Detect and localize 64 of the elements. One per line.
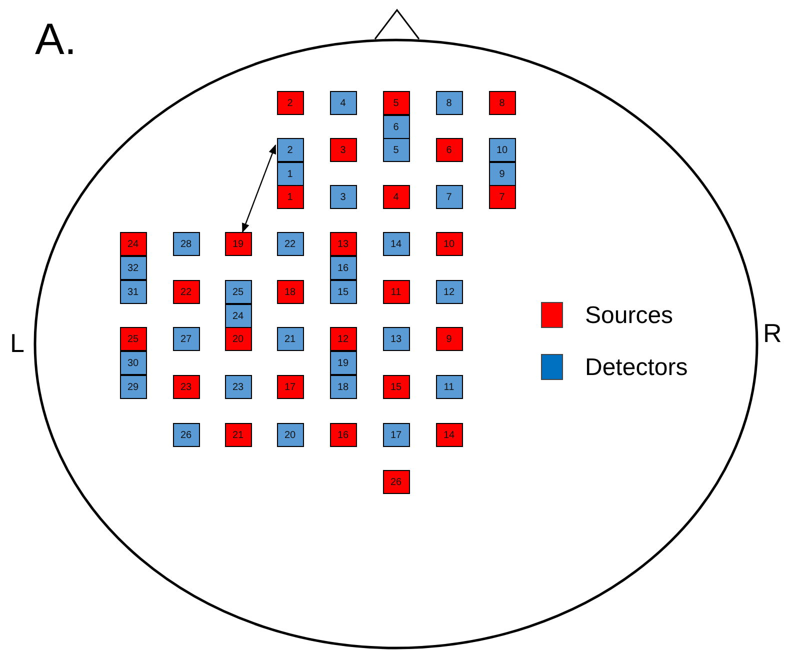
double-arrow (242, 144, 276, 233)
detector-box: 7 (436, 185, 462, 209)
detector-box: 20 (276, 423, 304, 447)
detector-box: 17 (382, 423, 410, 447)
detector-box: 8 (436, 91, 462, 115)
source-box: 5 (382, 91, 410, 115)
source-box: 22 (172, 280, 200, 304)
source-box: 19 (224, 232, 252, 256)
detector-box: 9 (488, 162, 516, 186)
legend-label: Sources (585, 304, 674, 328)
left-side-label: L (10, 330, 24, 356)
detector-box: 16 (330, 256, 356, 280)
detector-box: 29 (120, 375, 146, 399)
source-box: 9 (436, 327, 462, 351)
source-box: 24 (120, 232, 146, 256)
detector-box: 27 (172, 327, 200, 351)
detector-box: 25 (224, 280, 252, 304)
source-box: 2 (276, 91, 304, 115)
source-box: 11 (382, 280, 410, 304)
source-box: 20 (224, 327, 252, 351)
detector-box: 22 (276, 232, 304, 256)
detector-box: 28 (172, 232, 200, 256)
detector-box: 2 (276, 138, 304, 162)
legend-label: Detectors (585, 356, 688, 380)
detector-box: 26 (172, 423, 200, 447)
detector-box: 31 (120, 280, 146, 304)
source-box: 16 (330, 423, 356, 447)
detector-box: 21 (276, 327, 304, 351)
detector-box: 13 (382, 327, 410, 351)
detector-box: 30 (120, 351, 146, 375)
detector-box: 32 (120, 256, 146, 280)
source-box: 3 (330, 138, 356, 162)
detector-box: 15 (330, 280, 356, 304)
source-box: 8 (488, 91, 516, 115)
source-box: 6 (436, 138, 462, 162)
source-box: 23 (172, 375, 200, 399)
source-box: 13 (330, 232, 356, 256)
right-side-label: R (763, 320, 782, 346)
detector-box: 4 (330, 91, 356, 115)
source-box: 17 (276, 375, 304, 399)
detector-box: 14 (382, 232, 410, 256)
panel-letter: A. (35, 18, 77, 62)
detector-box: 6 (382, 115, 410, 139)
source-box: 14 (436, 423, 462, 447)
source-box: 7 (488, 185, 516, 209)
detector-box: 18 (330, 375, 356, 399)
detector-box: 23 (224, 375, 252, 399)
source-box: 4 (382, 185, 410, 209)
source-box: 21 (224, 423, 252, 447)
source-box: 25 (120, 327, 146, 351)
detector-box: 11 (436, 375, 462, 399)
source-box: 15 (382, 375, 410, 399)
detector-box: 10 (488, 138, 516, 162)
source-box: 10 (436, 232, 462, 256)
detector-box: 5 (382, 138, 410, 162)
detector-box: 24 (224, 304, 252, 328)
source-box: 12 (330, 327, 356, 351)
source-box: 18 (276, 280, 304, 304)
detector-box: 12 (436, 280, 462, 304)
source-box: 1 (276, 185, 304, 209)
source-box: 26 (382, 470, 410, 494)
detector-box: 3 (330, 185, 356, 209)
detector-box: 1 (276, 162, 304, 186)
detector-box: 19 (330, 351, 356, 375)
